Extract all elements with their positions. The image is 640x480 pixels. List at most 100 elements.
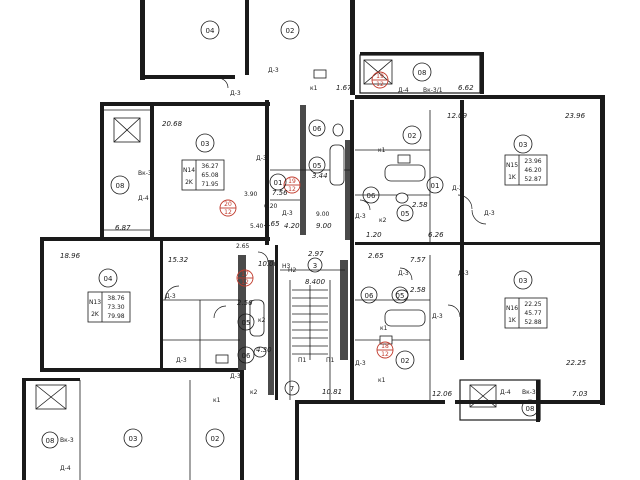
window-tag: Вк-3 xyxy=(138,170,152,177)
apartment-name: N13 xyxy=(89,299,101,306)
marker-3-bottom: 12 xyxy=(224,209,232,216)
area-value: 7.57 xyxy=(410,256,426,264)
door-tag: Д-4 xyxy=(60,465,71,472)
door-tag: Д-3 xyxy=(398,270,409,277)
door-tag: Д-3 xyxy=(176,357,187,364)
area-value: 6.87 xyxy=(115,224,131,232)
door-tag: Д-4 xyxy=(500,389,511,396)
valve-tag: к1 xyxy=(380,325,388,332)
room-label: 03 xyxy=(129,435,138,443)
room-label: 05 xyxy=(401,210,410,218)
marker-5-top: 18 xyxy=(381,343,389,350)
area-value: 4.30 xyxy=(256,346,272,354)
area-value: 6.26 xyxy=(428,231,444,239)
room-label: 02 xyxy=(401,357,410,365)
room-label: 01 xyxy=(431,182,440,190)
dimension-notes: 9.00 3.90 5.40 6.20 2.65 xyxy=(236,191,330,250)
room-label: 05 xyxy=(396,292,405,300)
area-value: 23.96 xyxy=(565,112,586,120)
door-tag: Д-3 xyxy=(230,373,241,380)
area-value: 2.56 xyxy=(237,299,253,307)
area-value: 9.00 xyxy=(316,222,332,230)
room-label: 08 xyxy=(418,69,427,77)
dimension-value: 9.00 xyxy=(316,211,330,218)
door-tag: Д-3 xyxy=(355,213,366,220)
room-label: 03 xyxy=(201,140,210,148)
room-label: 04 xyxy=(104,275,113,283)
apartment-info: N14 2K 36.27 65.08 71.95 N15 1K 23.96 46… xyxy=(87,154,548,329)
room-label: 06 xyxy=(313,125,322,133)
room-label: 08 xyxy=(46,437,55,445)
apartment-area: 46.20 xyxy=(524,167,541,174)
marker-4-bottom: 12 xyxy=(241,279,249,286)
apartment-area: 65.08 xyxy=(201,172,218,179)
area-value: 18.96 xyxy=(60,252,81,260)
door-tag: Д-3 xyxy=(458,270,469,277)
room-label: 08 xyxy=(526,405,535,413)
room-label: 01 xyxy=(274,179,283,187)
valve-tag: к2 xyxy=(250,389,258,396)
apartment-n15: N15 1K 23.96 46.20 52.87 xyxy=(504,154,548,186)
apartment-type: 1K xyxy=(508,174,517,181)
dimension-value: 5.40 xyxy=(250,223,264,230)
area-value: 12.06 xyxy=(432,390,453,398)
room-label: 06 xyxy=(365,292,374,300)
door-tag: Д-3 xyxy=(282,210,293,217)
door-tag: Д-3 xyxy=(256,155,267,162)
apartment-type: 2K xyxy=(185,179,194,186)
room-label: 7 xyxy=(290,385,294,393)
fixtures xyxy=(215,69,426,364)
valve-tag: к2 xyxy=(379,217,387,224)
dimension-value: 6.20 xyxy=(264,203,278,210)
valve-tag: к1 xyxy=(378,147,386,154)
apartment-n14: N14 2K 36.27 65.08 71.95 xyxy=(181,159,225,191)
room-label: 02 xyxy=(408,132,417,140)
window-tag: Вк-3/1 xyxy=(423,87,443,94)
room-label: 05 xyxy=(313,162,322,170)
door-tag: Д-3 xyxy=(355,360,366,367)
area-value: 20.68 xyxy=(162,120,183,128)
apartment-area: 52.88 xyxy=(524,319,541,326)
room-label: 03 xyxy=(519,277,528,285)
marker-tag: П1 xyxy=(326,357,335,364)
stairs xyxy=(292,285,328,360)
valve-tag: к1 xyxy=(378,377,386,384)
area-value: 1.20 xyxy=(366,231,382,239)
area-value: 2.58 xyxy=(410,286,426,294)
marker-1-top: 19 xyxy=(288,178,296,185)
element-tags: Д-3 Д-3 Д-4 Вк-3/1 Д-3 Вк-3 Д-4 Д-3 Д-3 … xyxy=(60,67,536,472)
valve-tag: к1 xyxy=(310,85,318,92)
apartment-name: N15 xyxy=(506,162,518,169)
dimension-value: 2.65 xyxy=(236,243,250,250)
marker-1-bottom: 12 xyxy=(288,186,296,193)
marker-5-bottom: 12 xyxy=(381,351,389,358)
door-tag: Д-3 xyxy=(432,313,443,320)
area-value: 10.81 xyxy=(322,388,342,396)
door-tag: Д-3 xyxy=(268,67,279,74)
marker-tag: Н2 xyxy=(288,267,297,274)
room-label: 3 xyxy=(313,262,317,270)
apartment-n16: N16 1K 22.25 45.77 52.88 xyxy=(504,297,548,329)
area-value: 3.44 xyxy=(312,172,328,180)
area-value: 8.400 xyxy=(305,278,326,286)
apartment-area: 22.25 xyxy=(524,301,541,308)
marker-2-bottom: 12 xyxy=(376,81,384,88)
room-label: 03 xyxy=(519,141,528,149)
apartment-name: N14 xyxy=(183,167,195,174)
marker-2-top: 19 xyxy=(376,73,384,80)
marker-tag: Н3 xyxy=(282,263,291,270)
area-value: 10.00 xyxy=(258,260,279,268)
dimension-value: 3.90 xyxy=(244,191,258,198)
apartment-area: 45.77 xyxy=(524,310,541,317)
apartment-area: 36.27 xyxy=(201,163,218,170)
room-label: 06 xyxy=(242,352,251,360)
apartment-type: 1K xyxy=(508,317,517,324)
window-tag: Вк-3 xyxy=(60,437,74,444)
red-markers: 19 12 19 12 20 12 17 12 18 12 xyxy=(219,71,394,359)
apartment-area: 38.76 xyxy=(107,295,124,302)
door-tag: Д-3 xyxy=(452,185,463,192)
room-label: 06 xyxy=(367,192,376,200)
door-tag: Д-3 xyxy=(484,210,495,217)
area-value: 2.97 xyxy=(308,250,324,258)
